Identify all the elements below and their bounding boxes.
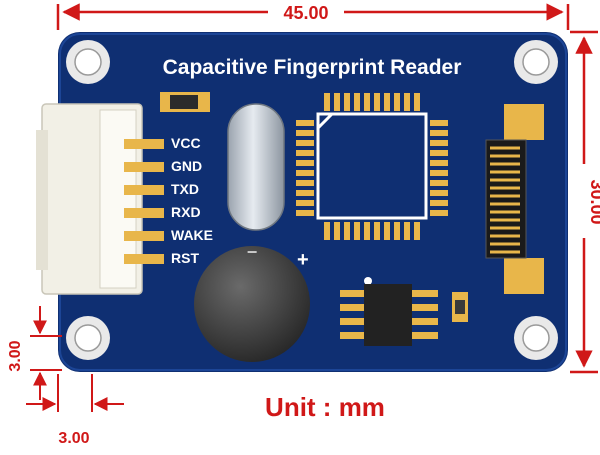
mounting-hole-top-right bbox=[514, 40, 558, 84]
mounting-hole-bottom-right bbox=[514, 316, 558, 360]
width-dimension-label: 45.00 bbox=[283, 3, 328, 23]
unit-label: Unit : mm bbox=[265, 392, 385, 422]
hole-offset-y-label: 3.00 bbox=[7, 340, 24, 371]
pin-label-rxd: RXD bbox=[171, 204, 201, 220]
pin-label-gnd: GND bbox=[171, 158, 202, 174]
pin-label-vcc: VCC bbox=[171, 135, 201, 151]
hole-offset-x-label: 3.00 bbox=[58, 430, 89, 447]
board-title: Capacitive Fingerprint Reader bbox=[163, 56, 462, 79]
smd-resistor-bottom bbox=[452, 292, 468, 322]
coin-battery bbox=[194, 246, 310, 362]
pin-label-txd: TXD bbox=[171, 181, 199, 197]
main-ic-chip bbox=[296, 93, 448, 240]
height-label-bg bbox=[574, 164, 596, 238]
pin-label-rst: RST bbox=[171, 250, 199, 266]
pin-label-wake: WAKE bbox=[171, 227, 213, 243]
soic-chip bbox=[340, 277, 438, 346]
width-label-bg bbox=[268, 2, 344, 22]
crystal-oscillator bbox=[227, 103, 285, 231]
pin-connector bbox=[36, 103, 143, 295]
mounting-hole-bottom-left bbox=[66, 316, 110, 360]
smd-resistor-top bbox=[160, 92, 210, 112]
battery-plus-label: + bbox=[297, 249, 309, 271]
height-dimension-label: 30.00 bbox=[587, 179, 600, 224]
battery-minus-label: − bbox=[247, 242, 258, 262]
connector-leads bbox=[124, 139, 164, 264]
mounting-hole-top-left bbox=[66, 40, 110, 84]
fpc-connector bbox=[485, 104, 544, 294]
